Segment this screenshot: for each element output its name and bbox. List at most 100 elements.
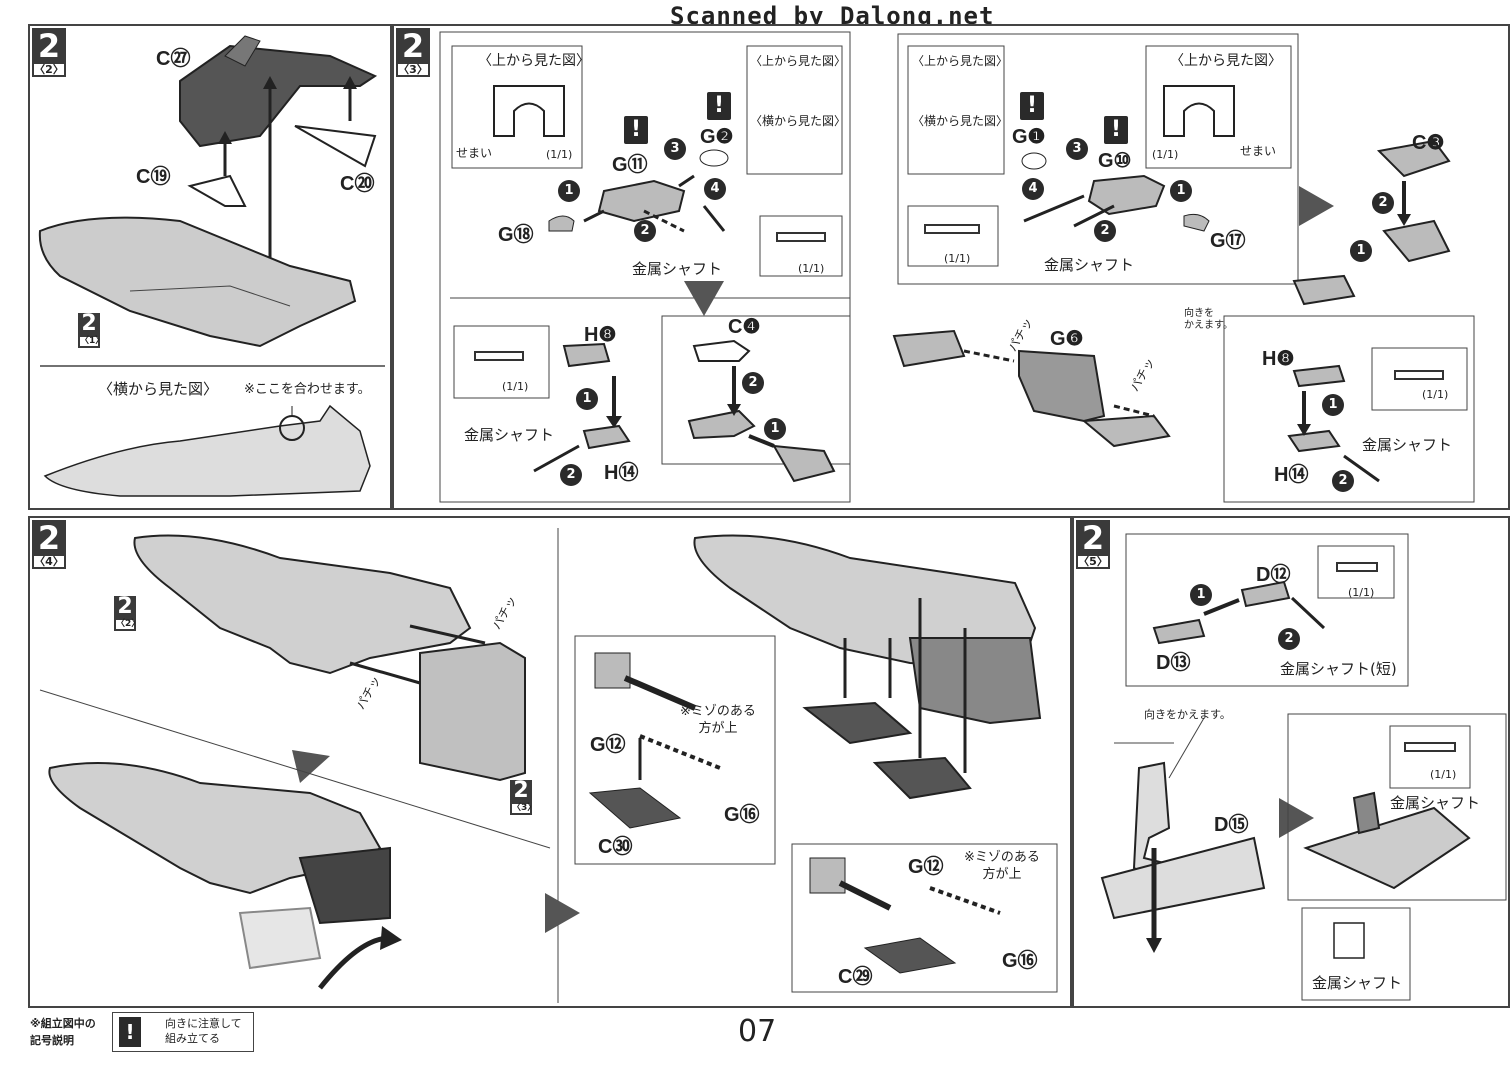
top-view-title-small-right: 〈上から見た図〉 [912,54,1009,68]
metal-shaft-label-bottom: 金属シャフト [1312,974,1403,992]
step-marker: 1 [558,180,580,202]
panel-step-2-3: 2〈3〉 〈上から見た図〉 せまい (1/1) 〈上から見た図〉 〈横から見た図… [392,24,1510,510]
step-marker: 2 [742,372,764,394]
metal-shaft-icon [1404,742,1456,752]
semai-left: せまい [456,146,493,160]
step-marker: 2 [1372,192,1394,214]
legend-box: ! 向きに注意して 組み立てる [112,1012,254,1052]
ref-badge-2-1: 2〈1〉 [78,311,105,348]
part-label-h8-right: H❽ [1262,348,1295,370]
part-label-d12: D⑫ [1256,564,1291,586]
part-label-d15: D⑮ [1214,814,1249,836]
part-label-h8: H❽ [584,324,617,346]
part-label-g12: G⑫ [590,734,626,756]
step-badge: 2〈3〉 [396,28,430,77]
step-badge: 2〈5〉 [1076,520,1110,569]
metal-shaft-icon [1394,370,1444,380]
metal-shaft-short-label: 金属シャフト(短) [1280,660,1397,678]
metal-shaft-label: 金属シャフト [1390,794,1481,812]
step-marker: 3 [664,138,686,160]
metal-shaft-label-right: 金属シャフト [1044,256,1135,274]
warning-icon: ! [707,92,731,120]
step-badge: 2〈2〉 [32,28,66,77]
page-number: 07 [738,1014,777,1049]
step-marker: 3 [1066,138,1088,160]
warning-icon: ! [119,1017,141,1047]
metal-shaft-label-br: 金属シャフト [1362,436,1453,454]
metal-shaft-icon [1336,562,1378,572]
step-marker: 1 [1170,180,1192,202]
align-note: ※ここを合わせます。 [244,382,371,397]
change-direction-note: 向きを かえます。 [1184,308,1233,331]
part-label-c27: C㉗ [156,48,191,70]
groove-note: ※ミゾのある 方が上 [680,704,756,736]
step-badge: 2〈4〉 [32,520,66,569]
step-marker: 2 [634,220,656,242]
part-label-g10: G⑩ [1098,150,1132,172]
part-label-c30: C㉚ [598,836,633,858]
warning-icon: ! [1020,92,1044,120]
panel5-illustration [1100,533,1507,1001]
step-marker: 1 [1322,394,1344,416]
step-marker: 4 [704,178,726,200]
metal-shaft-label-bl: 金属シャフト [464,426,555,444]
metal-shaft-label: 金属シャフト [632,260,723,278]
metal-shaft-icon [776,232,826,242]
part-label-g17: G⑰ [1210,230,1246,252]
part-label-d13: D⑬ [1156,652,1191,674]
part-label-g16-b: G⑯ [1002,950,1038,972]
ref-badge-2-3: 2〈3〉 [510,778,537,815]
ratio-shaft-br: (1/1) [1422,388,1449,401]
side-view-title-small-right: 〈横から見た図〉 [912,114,1009,128]
panel2-illustration [439,31,1475,503]
part-label-h14: H⑭ [604,462,639,484]
metal-shaft-icon [924,224,980,234]
ratio-right: (1/1) [1152,148,1179,161]
metal-shaft-icon [474,351,524,361]
part-label-h14-right: H⑭ [1274,464,1309,486]
panel1-illustration [38,35,385,497]
part-label-g1: G❶ [1012,126,1046,148]
ratio-shaft-bl: (1/1) [502,380,529,393]
legend-title: ※組立図中の 記号説明 [30,1017,96,1047]
part-label-g16: G⑯ [724,804,760,826]
part-label-c20: C⑳ [340,173,375,195]
ratio-shaft: (1/1) [798,262,825,275]
part-label-g6: G❻ [1050,328,1084,350]
warning-icon: ! [1104,116,1128,144]
step-marker: 2 [1094,220,1116,242]
step-marker: 1 [764,418,786,440]
part-label-c3: C❸ [1412,132,1445,154]
step-marker: 1 [1190,584,1212,606]
legend-warn-text: 向きに注意して 組み立てる [165,1017,242,1046]
part-label-g12-b: G⑫ [908,856,944,878]
panel-step-2-5: 2〈5〉 D⑫ D⑬ D⑮ (1/1) 金属シャフト(短) 向きをかえます。 (… [1072,516,1510,1008]
ratio-shaft-right: (1/1) [944,252,971,265]
part-label-c19: C⑲ [136,166,171,188]
side-view-title-small: 〈横から見た図〉 [750,114,847,128]
groove-note-2: ※ミゾのある 方が上 [964,850,1040,882]
step-marker: 2 [560,464,582,486]
part-label-c4: C❹ [728,316,761,338]
panel-step-2-4: 2〈4〉 2〈2〉 2〈3〉 パチッ パチッ G⑫ G⑯ C㉚ ※ミゾのある 方… [28,516,1072,1008]
step-marker: 1 [1350,240,1372,262]
part-label-g2: G❷ [700,126,734,148]
part-label-g18: G⑱ [498,224,534,246]
semai-right: せまい [1240,144,1277,158]
panel-step-2-2: 2〈2〉 C㉗ C⑲ C⑳ 2〈1〉 〈横から見た図〉 ※ここを合わせます。 [28,24,392,510]
side-view-title: 〈横から見た図〉 [98,380,219,398]
part-label-g11: G⑪ [612,154,648,176]
step-marker: 2 [1332,470,1354,492]
ratio-left: (1/1) [546,148,573,161]
part-label-c29: C㉙ [838,966,873,988]
top-view-title-small: 〈上から見た図〉 [750,54,847,68]
ref-badge-2-2: 2〈2〉 [114,594,141,631]
ratio-right: (1/1) [1430,768,1457,781]
step-marker: 4 [1022,178,1044,200]
step-marker: 1 [576,388,598,410]
change-direction-note: 向きをかえます。 [1144,708,1231,721]
panel4-illustration [39,528,1058,1003]
warning-icon: ! [624,116,648,144]
top-view-title-right: 〈上から見た図〉 [1170,53,1282,69]
top-view-title-left: 〈上から見た図〉 [478,53,590,69]
